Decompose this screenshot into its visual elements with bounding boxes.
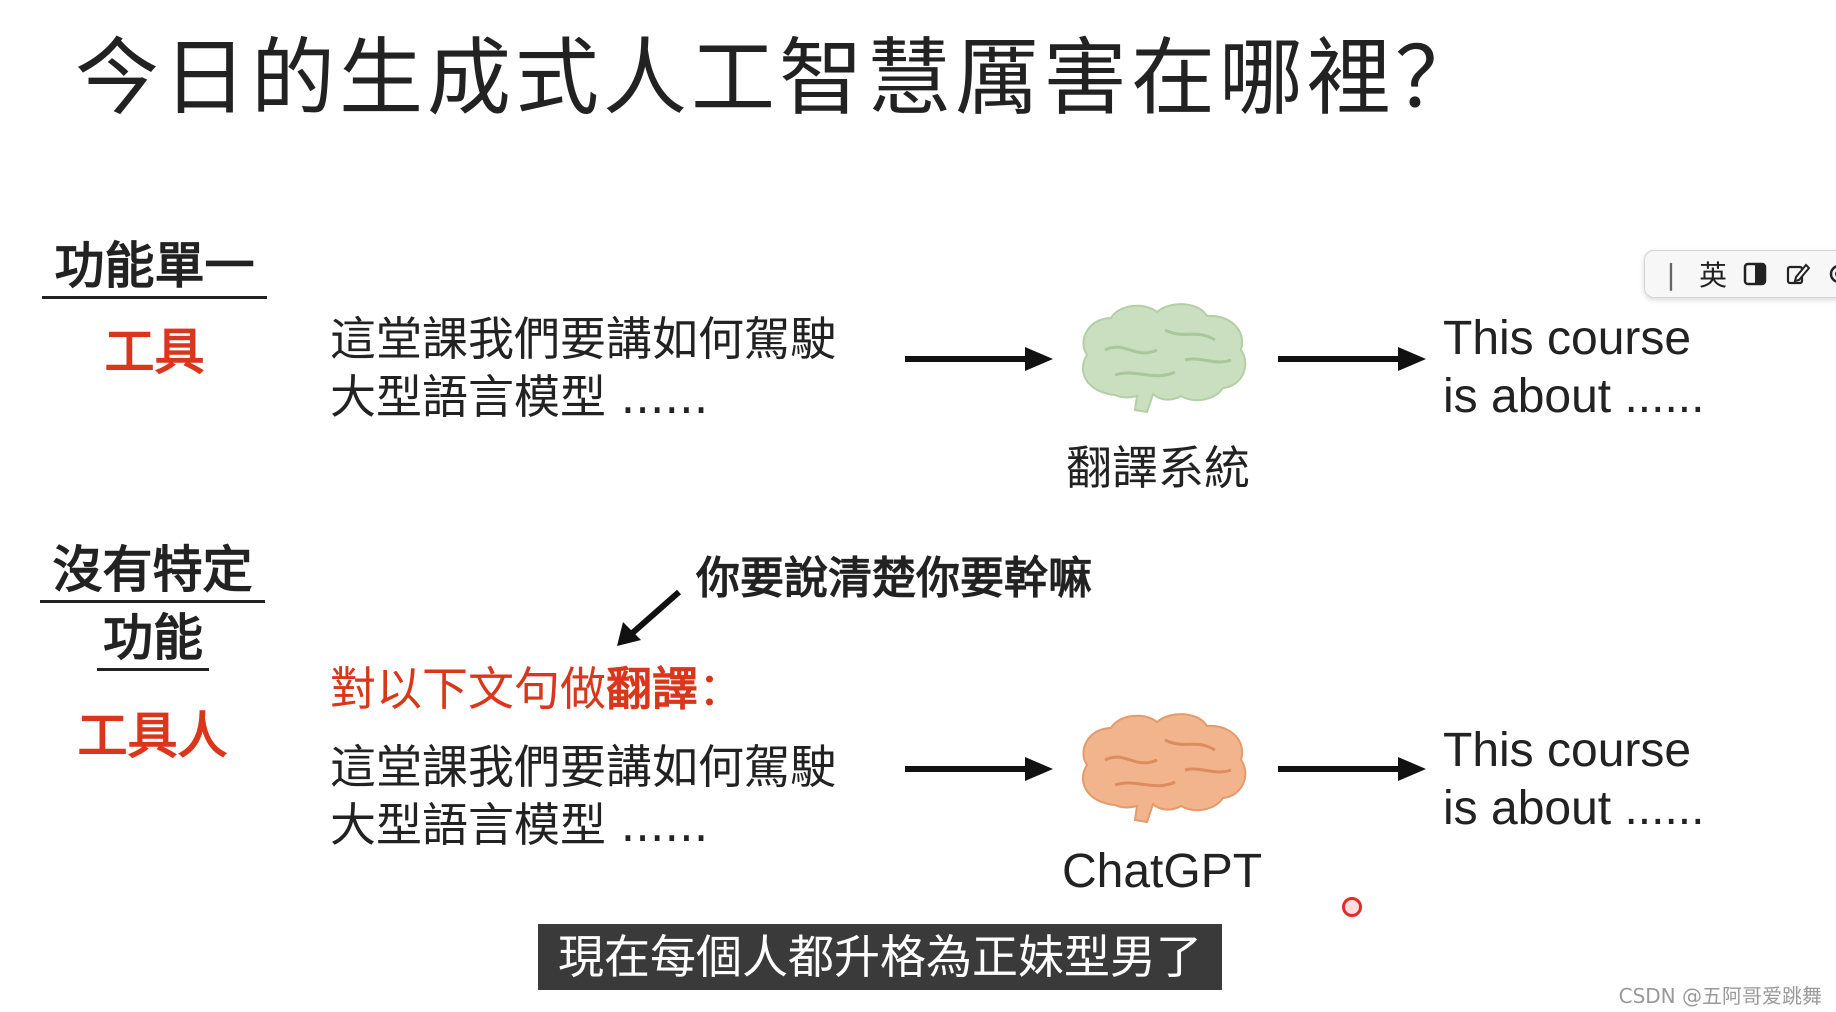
- arrow-right-icon: [905, 757, 1053, 781]
- section2-annotation: 你要說清楚你要幹嘛: [696, 553, 1092, 604]
- section2-heading-line1: 沒有特定: [40, 540, 265, 603]
- section2-label: 工具人: [77, 707, 228, 765]
- section1-output-line1: This course: [1443, 312, 1692, 365]
- brain-icon: [1082, 713, 1247, 824]
- arrow-right-icon: [1278, 347, 1426, 371]
- section1-label: 工具: [104, 323, 205, 381]
- section2-prompt-bold: 翻譯: [606, 662, 698, 716]
- brain-icon: [1082, 303, 1247, 414]
- laser-pointer-dot: [1342, 897, 1362, 917]
- section1-model-name: 翻譯系統: [1066, 441, 1250, 495]
- settings-icon[interactable]: [1825, 257, 1836, 291]
- section1-heading-wrap: 功能單一: [42, 236, 267, 299]
- contrast-icon[interactable]: [1741, 257, 1769, 291]
- arrow-diagonal-icon: [617, 589, 681, 646]
- arrow-right-icon: [905, 347, 1053, 371]
- section2-output-line1: This course: [1443, 724, 1692, 777]
- section2-heading-wrap2: 功能: [97, 608, 209, 671]
- section2-input-line2: 大型語言模型 ......: [330, 798, 709, 852]
- section2-prompt-suffix: ：: [698, 662, 744, 716]
- section2-prompt: 對以下文句做翻譯：: [330, 660, 744, 718]
- section1-output-line2: is about ......: [1443, 370, 1705, 423]
- ime-language-toggle[interactable]: 英: [1699, 259, 1728, 292]
- section2-heading-wrap: 沒有特定: [40, 540, 265, 603]
- edit-icon[interactable]: [1783, 257, 1811, 291]
- section2-model-name: ChatGPT: [1062, 845, 1263, 898]
- watermark: CSDN @五阿哥爱跳舞: [1618, 984, 1822, 1008]
- section2-prompt-prefix: 對以下文句做: [330, 662, 606, 716]
- section1-input-line1: 這堂課我們要講如何駕駛: [330, 312, 836, 366]
- section1-input-line2: 大型語言模型 ......: [330, 370, 709, 424]
- ime-drag-handle[interactable]: |: [1666, 257, 1676, 291]
- section2-output-line2: is about ......: [1443, 782, 1705, 835]
- arrow-right-icon: [1278, 757, 1426, 781]
- ime-toolbar[interactable]: | 英: [1644, 250, 1836, 298]
- video-subtitle: 現在每個人都升格為正妹型男了: [538, 924, 1222, 990]
- section2-heading-line2: 功能: [97, 608, 209, 671]
- section1-heading: 功能單一: [42, 236, 267, 299]
- section2-input-line1: 這堂課我們要講如何駕駛: [330, 740, 836, 794]
- slide-title: 今日的生成式人工智慧厲害在哪裡？: [75, 29, 1484, 127]
